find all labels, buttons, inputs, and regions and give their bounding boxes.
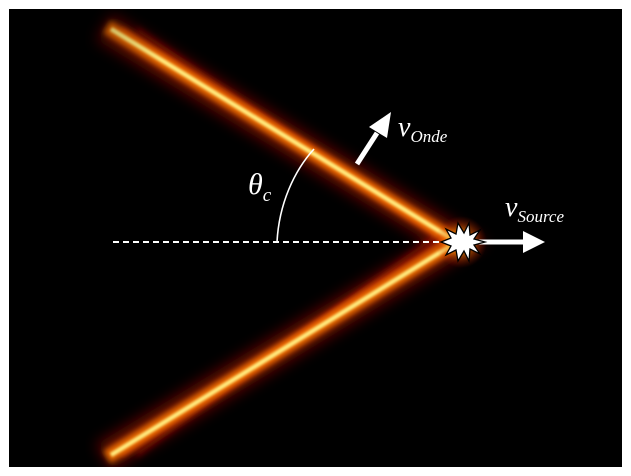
source-velocity-label: vSource xyxy=(505,192,564,226)
angle-label: θc xyxy=(248,168,272,206)
angle-arc xyxy=(276,148,315,243)
wave-velocity-label: vOnde xyxy=(398,112,448,146)
cherenkov-cone-diagram: θc vOnde vSource xyxy=(9,9,564,467)
source-burst-icon xyxy=(439,220,488,264)
diagram-panel: θc vOnde vSource xyxy=(9,9,622,467)
wavefront-cone xyxy=(9,9,486,467)
wave-velocity-arrow xyxy=(354,112,391,166)
